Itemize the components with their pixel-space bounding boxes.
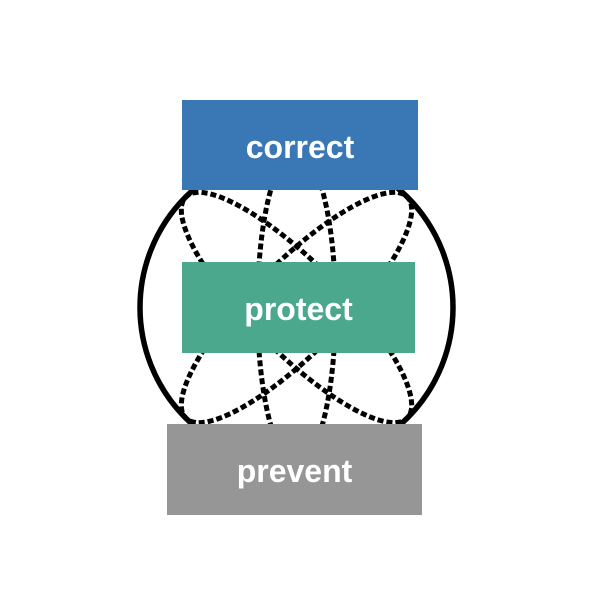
node-correct: correct [182,100,418,190]
node-protect-box [182,262,415,353]
node-correct-box [182,100,418,190]
node-protect-label: protect [244,291,353,327]
node-prevent-box [167,424,422,515]
node-prevent-label: prevent [237,453,353,489]
node-prevent: prevent [167,424,422,515]
node-protect: protect [182,262,415,353]
node-correct-label: correct [246,129,355,165]
